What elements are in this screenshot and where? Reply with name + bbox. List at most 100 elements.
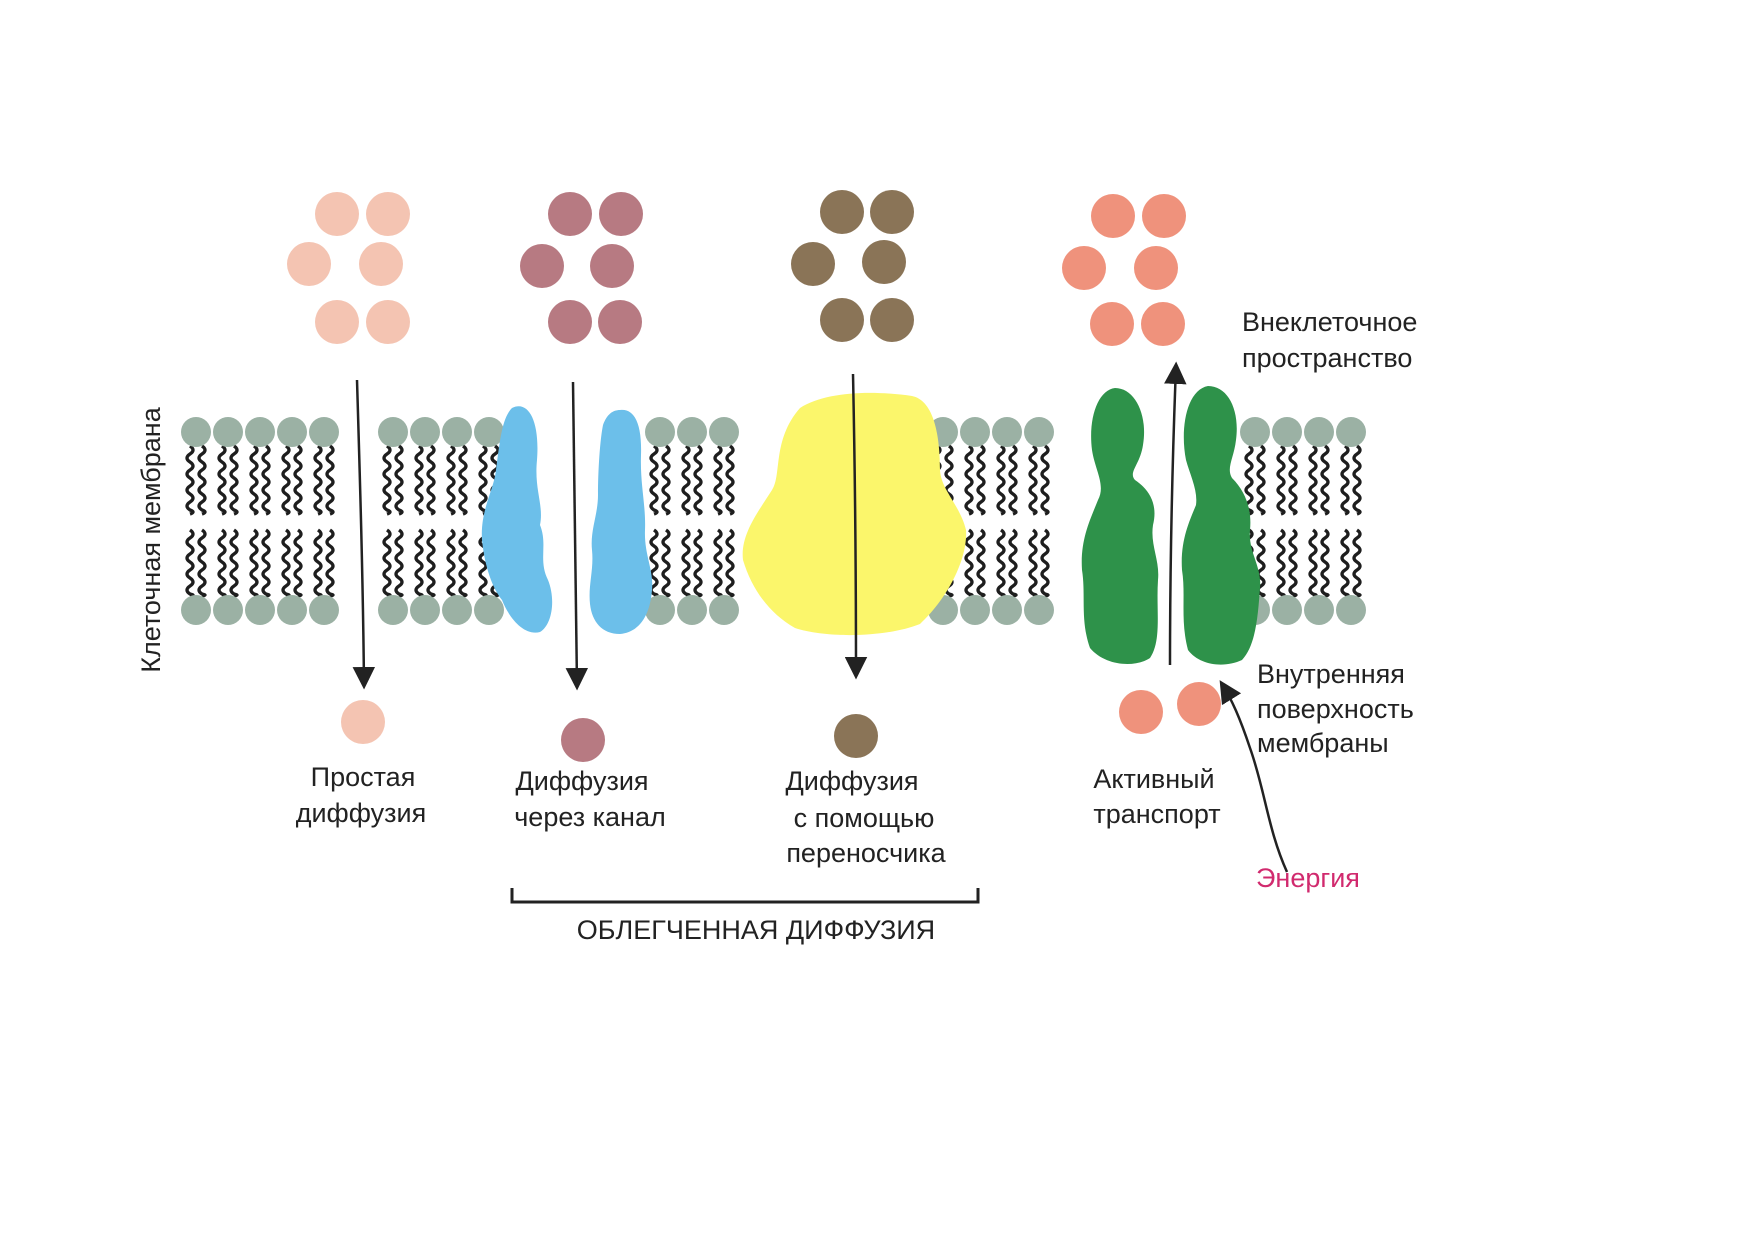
simple-diffusion-label-line1: Простая bbox=[311, 762, 416, 792]
lipid-tail bbox=[217, 528, 227, 598]
lipid-tail bbox=[1028, 528, 1038, 598]
solute-particle bbox=[548, 300, 592, 344]
solute-particle bbox=[1090, 302, 1134, 346]
lipid-tail bbox=[713, 444, 723, 516]
lipid-head bbox=[709, 595, 739, 625]
solute-particle bbox=[1177, 682, 1221, 726]
lipid-tail bbox=[261, 528, 271, 598]
lipid-tail bbox=[1308, 528, 1318, 598]
lipid-tail bbox=[249, 528, 259, 598]
lipid-head bbox=[1024, 595, 1054, 625]
lipid-head bbox=[992, 417, 1022, 447]
lipid-head bbox=[181, 595, 211, 625]
carrier-diffusion-label-line1: Диффузия bbox=[785, 766, 918, 796]
solute-particle bbox=[870, 190, 914, 234]
lipid-head bbox=[1336, 417, 1366, 447]
lipid-tail bbox=[458, 444, 468, 516]
solute-particle bbox=[791, 242, 835, 286]
lipid-head bbox=[677, 595, 707, 625]
carrier-diffusion-label-line2: с помощью bbox=[794, 803, 935, 833]
lipid-head bbox=[309, 417, 339, 447]
lipid-tail bbox=[1352, 528, 1362, 598]
extracellular-space-label-line1: Внеклеточное bbox=[1242, 307, 1417, 337]
solute-particle bbox=[561, 718, 605, 762]
solute-particle bbox=[820, 190, 864, 234]
lipid-tail bbox=[313, 444, 323, 516]
lipid-tail bbox=[394, 528, 404, 598]
lipid-head bbox=[442, 417, 472, 447]
lipid-tail bbox=[185, 528, 195, 598]
carrier-diffusion-arrow bbox=[844, 373, 868, 680]
lipid-tail bbox=[197, 528, 207, 598]
lipid-tail bbox=[229, 528, 239, 598]
lipid-head bbox=[213, 417, 243, 447]
lipid-tail bbox=[996, 444, 1006, 516]
channel-diffusion-label-line1: Диффузия bbox=[515, 766, 648, 796]
solute-particle bbox=[1062, 246, 1106, 290]
lipid-tail bbox=[394, 444, 404, 516]
lipid-tail bbox=[1320, 528, 1330, 598]
solute-particle bbox=[820, 298, 864, 342]
pump-protein-icon bbox=[1081, 386, 1261, 665]
lipid-tail bbox=[1276, 444, 1286, 516]
lipid-tail bbox=[382, 444, 392, 516]
lipid-tail bbox=[1320, 444, 1330, 516]
lipid-tail bbox=[478, 528, 488, 598]
lipid-head bbox=[709, 417, 739, 447]
solute-particle bbox=[341, 700, 385, 744]
solute-particle bbox=[315, 300, 359, 344]
transport-arrows bbox=[352, 361, 1289, 873]
solute-particle bbox=[598, 300, 642, 344]
inner-surface-label-line3: мембраны bbox=[1257, 728, 1389, 758]
lipid-head bbox=[1240, 417, 1270, 447]
energy-label: Энергия bbox=[1256, 863, 1360, 893]
lipid-tail bbox=[185, 444, 195, 516]
lipid-head bbox=[960, 595, 990, 625]
lipid-head bbox=[213, 595, 243, 625]
facilitated-diffusion-bracket bbox=[510, 888, 980, 904]
channel-protein-icon bbox=[481, 406, 653, 634]
lipid-tail bbox=[446, 444, 456, 516]
lipid-tail bbox=[382, 528, 392, 598]
lipid-head bbox=[1272, 595, 1302, 625]
lipid-head bbox=[245, 417, 275, 447]
inner-surface-label-line1: Внутренняя bbox=[1257, 659, 1405, 689]
lipid-tail bbox=[414, 528, 424, 598]
lipid-tail bbox=[293, 444, 303, 516]
lipid-head bbox=[378, 595, 408, 625]
lipid-tail bbox=[964, 528, 974, 598]
lipid-tail bbox=[426, 444, 436, 516]
lipid-head bbox=[378, 417, 408, 447]
solute-particle bbox=[1091, 194, 1135, 238]
lipid-head bbox=[1304, 595, 1334, 625]
lipid-tail bbox=[1288, 528, 1298, 598]
lipid-tail bbox=[693, 528, 703, 598]
lipid-tail bbox=[661, 528, 671, 598]
lipid-tail bbox=[976, 444, 986, 516]
lipid-tail bbox=[325, 528, 335, 598]
solute-particle bbox=[590, 244, 634, 288]
lipid-tail bbox=[725, 528, 735, 598]
lipid-tail bbox=[1008, 528, 1018, 598]
lipid-tail bbox=[217, 444, 227, 516]
lipid-tail bbox=[478, 444, 488, 516]
extracellular-space-label-line2: пространство bbox=[1242, 343, 1412, 373]
lipid-head bbox=[474, 595, 504, 625]
channel-diffusion-label-line2: через канал bbox=[514, 802, 666, 832]
membrane-transport-diagram: Клеточная мембрана Простая диффузия Дифф… bbox=[136, 190, 1417, 945]
lipid-tail bbox=[996, 528, 1006, 598]
solute-particle bbox=[862, 240, 906, 284]
solute-particle bbox=[366, 300, 410, 344]
lipid-tail bbox=[1256, 444, 1266, 516]
solute-particle bbox=[1142, 194, 1186, 238]
lipid-tail bbox=[713, 528, 723, 598]
lipid-head bbox=[410, 595, 440, 625]
lipid-head bbox=[1336, 595, 1366, 625]
lipid-head bbox=[1304, 417, 1334, 447]
lipid-tail bbox=[281, 444, 291, 516]
lipid-tail bbox=[976, 528, 986, 598]
lipid-tail bbox=[313, 528, 323, 598]
facilitated-diffusion-label: ОБЛЕГЧЕННАЯ ДИФФУЗИЯ bbox=[577, 915, 935, 945]
pump-left-half bbox=[1081, 388, 1159, 664]
lipid-tail bbox=[1040, 444, 1050, 516]
